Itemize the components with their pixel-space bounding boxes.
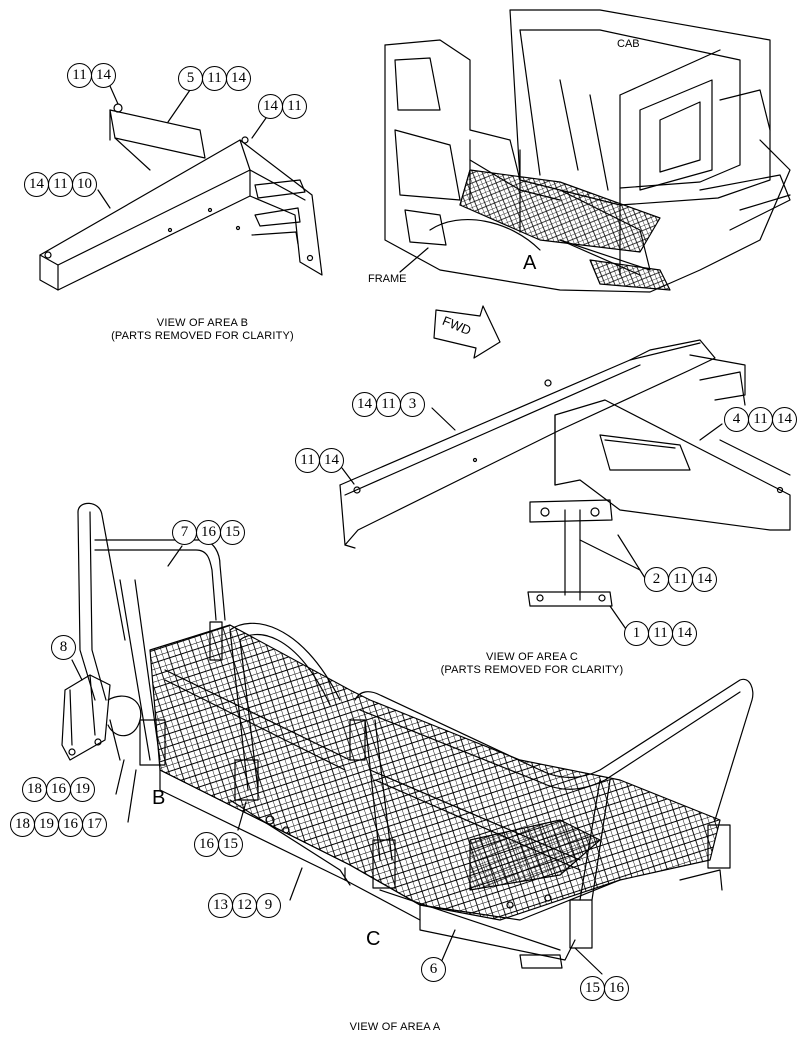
callout-balloon: 16 <box>194 832 219 857</box>
callout-balloon: 11 <box>748 407 773 432</box>
callout-balloon: 11 <box>648 621 673 646</box>
area-c-assembly <box>339 339 791 607</box>
area-b-marker: B <box>152 787 166 809</box>
view-area-b-caption: VIEW OF AREA B (PARTS REMOVED FOR CLARIT… <box>85 317 320 343</box>
callout-balloon: 14 <box>226 66 251 91</box>
callout-balloon: 6 <box>421 957 446 982</box>
callout-balloon: 14 <box>692 567 717 592</box>
callout-balloon: 13 <box>208 893 233 918</box>
callout-balloon: 15 <box>220 520 245 545</box>
callout-balloon: 5 <box>178 66 203 91</box>
callout-balloon: 1 <box>624 621 649 646</box>
area-c-marker: C <box>366 928 381 950</box>
frame-label: FRAME <box>368 273 407 285</box>
callout-balloon: 16 <box>604 976 629 1001</box>
callout-balloon: 14 <box>772 407 797 432</box>
callout-balloon: 9 <box>256 893 281 918</box>
callout-balloon: 14 <box>24 172 49 197</box>
callout-balloon: 10 <box>72 172 97 197</box>
callout-balloon: 11 <box>295 448 320 473</box>
callout-balloon: 16 <box>58 812 83 837</box>
callout-balloon: 11 <box>376 392 401 417</box>
callout-balloon: 14 <box>352 392 377 417</box>
view-area-c-note: (PARTS REMOVED FOR CLARITY) <box>440 664 624 676</box>
callout-balloon: 2 <box>644 567 669 592</box>
fwd-arrow <box>433 305 501 359</box>
callout-balloon: 14 <box>258 94 283 119</box>
callout-balloon: 17 <box>82 812 107 837</box>
callout-balloon: 4 <box>724 407 749 432</box>
callout-balloon: 18 <box>22 777 47 802</box>
view-area-b-note: (PARTS REMOVED FOR CLARITY) <box>111 330 294 342</box>
callout-balloon: 16 <box>196 520 221 545</box>
callout-a-6: 6 <box>421 957 446 982</box>
callout-balloon: 12 <box>232 893 257 918</box>
callout-balloon: 14 <box>91 63 116 88</box>
callout-balloon: 16 <box>46 777 71 802</box>
callout-balloon: 8 <box>51 635 76 660</box>
callout-balloon: 14 <box>319 448 344 473</box>
callout-balloon: 14 <box>672 621 697 646</box>
view-area-c-title: VIEW OF AREA C <box>485 651 579 663</box>
view-area-c-caption: VIEW OF AREA C (PARTS REMOVED FOR CLARIT… <box>412 651 652 677</box>
callout-balloon: 11 <box>282 94 307 119</box>
area-b-bracket <box>39 103 323 291</box>
callout-balloon: 11 <box>202 66 227 91</box>
callout-a-item8: 8 <box>51 635 76 660</box>
callout-balloon: 15 <box>580 976 605 1001</box>
cab-label: CAB <box>617 38 640 50</box>
callout-balloon: 11 <box>48 172 73 197</box>
callout-balloon: 19 <box>70 777 95 802</box>
callout-balloon: 15 <box>218 832 243 857</box>
view-area-b-title: VIEW OF AREA B <box>156 317 249 329</box>
callout-balloon: 11 <box>67 63 92 88</box>
callout-balloon: 7 <box>172 520 197 545</box>
view-area-a-caption: VIEW OF AREA A <box>349 1021 441 1033</box>
callout-balloon: 19 <box>34 812 59 837</box>
callout-balloon: 3 <box>400 392 425 417</box>
cab-frame-overview <box>384 9 791 293</box>
callout-balloon: 11 <box>668 567 693 592</box>
callout-balloon: 18 <box>10 812 35 837</box>
area-a-platform <box>61 502 754 969</box>
area-a-marker: A <box>523 252 537 274</box>
